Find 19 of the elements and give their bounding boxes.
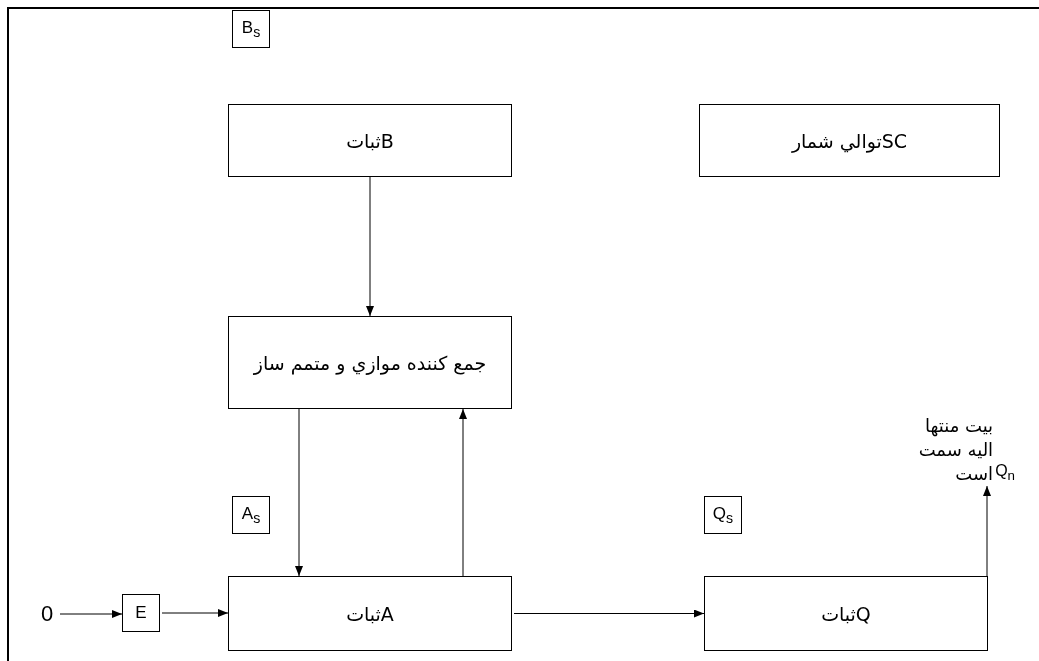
label-box: E (122, 594, 160, 632)
arrow (983, 485, 991, 577)
input-value: 0 (36, 598, 58, 630)
register-box: ثباتQ (704, 576, 988, 651)
arrow (513, 609, 705, 618)
label-box: Q$_{s}$ (704, 496, 742, 534)
register-box: ثباتA (228, 576, 512, 651)
arrow (161, 609, 229, 617)
label-box: B$_{s}$ (232, 10, 270, 48)
adder-box: جمع كننده موازي و متمم ساز (228, 316, 512, 409)
register-box: ثباتB (228, 104, 512, 177)
signal-label: Q$_{n}$ (995, 460, 1015, 485)
note-text: بيت منتها اليه سمت است (917, 414, 994, 486)
arrow (459, 408, 467, 577)
arrow (295, 408, 303, 577)
arrow (59, 610, 123, 618)
register-box: توالي شمارSC (699, 104, 1000, 177)
label-box: A$_{s}$ (232, 496, 270, 534)
arrow (366, 176, 374, 317)
